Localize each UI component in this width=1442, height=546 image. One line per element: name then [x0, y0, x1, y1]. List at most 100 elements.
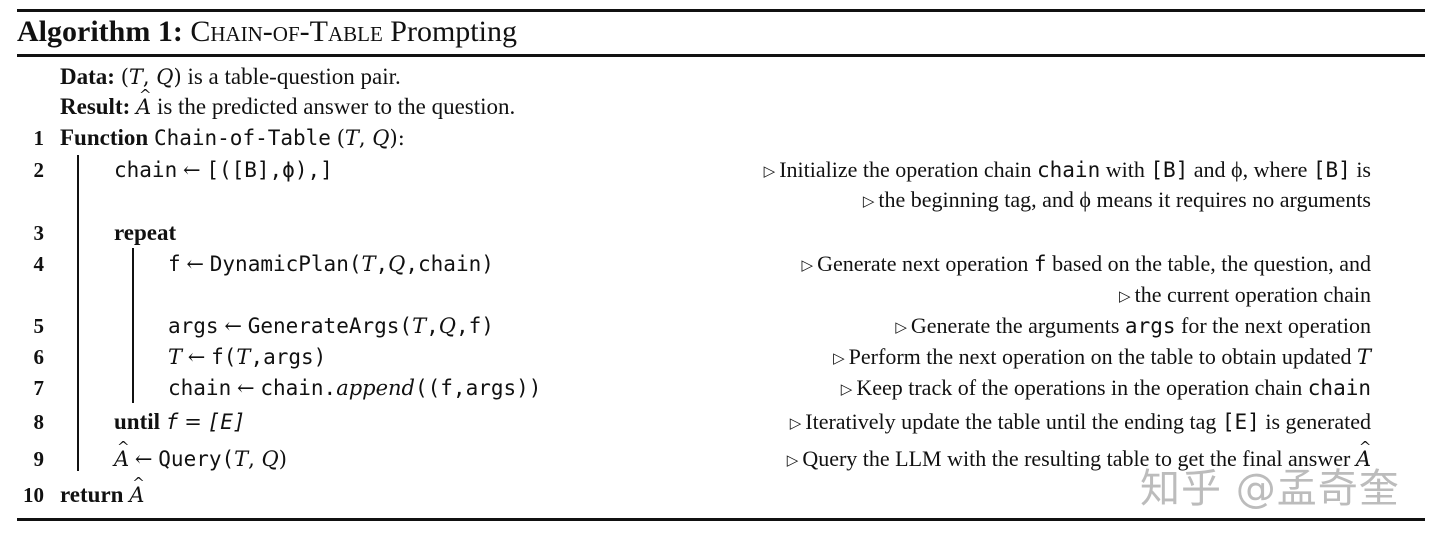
equals-sign: =	[184, 410, 202, 434]
comment-math: A	[1356, 432, 1372, 474]
line-number: 7	[33, 376, 45, 400]
math-var: T	[168, 345, 183, 369]
data-line: Data: (T, Q) is a table-question pair.	[60, 62, 401, 92]
comment-code: [B]	[1150, 158, 1189, 182]
code-fn: GenerateArgs(	[247, 314, 413, 338]
comment-text: Generate the arguments	[910, 313, 1120, 338]
code-rest: ,f)	[455, 314, 494, 338]
comment-text: Perform the next operation on the table …	[848, 344, 1352, 369]
comment-line-5: ▷Generate the arguments args for the nex…	[895, 311, 1371, 341]
code-expr: [([B],ϕ),]	[206, 158, 333, 182]
code-var: f	[168, 252, 181, 276]
algorithm-label: Algorithm 1:	[17, 15, 183, 48]
line-10: return A	[60, 468, 145, 510]
assign-arrow: ←	[236, 376, 255, 400]
line-number: 9	[33, 447, 45, 471]
comment-triangle-icon: ▷	[833, 351, 845, 367]
comment-triangle-icon: ▷	[862, 194, 875, 210]
code-fn: Query(	[158, 447, 235, 471]
comment-text: with	[1105, 157, 1145, 182]
code-sep: ,	[426, 314, 439, 338]
comment-text: Iteratively update the table until the e…	[805, 409, 1217, 434]
result-math: A	[136, 80, 152, 122]
math-var: T	[361, 252, 376, 276]
comment-triangle-icon: ▷	[840, 382, 853, 398]
comment-line-9: ▷Query the LLM with the resulting table …	[786, 432, 1372, 474]
comment-code: chain	[1037, 158, 1101, 182]
line-number: 2	[33, 158, 45, 182]
math-var: Q	[388, 252, 406, 276]
comment-code: [B]	[1312, 158, 1351, 182]
comment-text: Generate next operation	[817, 251, 1029, 276]
math-method: append	[336, 376, 415, 400]
comment-line-4-cont: ▷the current operation chain	[1119, 280, 1371, 310]
result-line: Result: A is the predicted answer to the…	[60, 80, 516, 122]
top-rule	[17, 9, 1425, 12]
comment-code: [E]	[1221, 410, 1260, 434]
line-6: T ← f(T,args)	[168, 342, 326, 372]
data-text: is a table-question pair.	[187, 64, 401, 89]
assign-arrow: ←	[224, 314, 242, 338]
comment-text: and ϕ, where	[1193, 157, 1308, 182]
comment-text: is	[1356, 157, 1371, 182]
header-rule	[17, 54, 1425, 57]
code-fn: f(	[211, 345, 237, 369]
algorithm-title: Algorithm 1: Chain-of-Table Prompting	[17, 12, 517, 52]
repeat-keyword: repeat	[114, 220, 177, 245]
math-var: A	[114, 432, 130, 474]
result-text: is the predicted answer to the question.	[156, 94, 516, 119]
comment-triangle-icon: ▷	[1119, 289, 1131, 305]
comment-math: T	[1356, 345, 1371, 369]
line-number: 6	[33, 345, 45, 369]
bottom-rule	[17, 518, 1425, 521]
code-rest: ((f,args))	[415, 376, 542, 400]
function-name: Chain-of-Table	[153, 126, 331, 150]
code-rest: ,args)	[250, 345, 327, 369]
line-1: Function Chain-of-Table (T, Q):	[60, 123, 405, 153]
comment-line-6: ▷Perform the next operation on the table…	[833, 342, 1371, 372]
line-number: 3	[33, 221, 45, 245]
line-4: f ← DynamicPlan(T,Q,chain)	[168, 249, 494, 279]
repeat-scope-bar	[132, 248, 134, 403]
return-keyword: return	[60, 482, 124, 507]
math-args: T, Q)	[234, 447, 287, 471]
code-var: chain	[168, 376, 232, 400]
algorithm-name-suffix: Prompting	[390, 15, 517, 48]
comment-text: for the next operation	[1181, 313, 1371, 338]
math-var: Q	[438, 314, 456, 338]
until-keyword: until	[114, 409, 161, 434]
line-number: 5	[33, 314, 45, 338]
data-label: Data:	[60, 64, 115, 89]
comment-text: the current operation chain	[1134, 282, 1371, 307]
code-fn: chain.	[260, 376, 337, 400]
comment-triangle-icon: ▷	[763, 164, 776, 180]
code-rest: ,chain)	[405, 252, 494, 276]
comment-triangle-icon: ▷	[786, 453, 799, 469]
function-keyword: Function	[60, 125, 149, 150]
comment-text: is generated	[1265, 409, 1371, 434]
code-expr: [E]	[207, 410, 246, 434]
code-fn: DynamicPlan(	[209, 252, 362, 276]
algorithm-name: Chain-of-Table	[190, 15, 383, 48]
line-9: A ← Query(T, Q)	[114, 432, 287, 474]
comment-code: f	[1033, 252, 1047, 276]
comment-triangle-icon: ▷	[801, 258, 814, 274]
line-3: repeat	[114, 218, 176, 248]
line-5: args ← GenerateArgs(T,Q,f)	[168, 311, 494, 341]
comment-text: the beginning tag, and ϕ means it requir…	[878, 187, 1371, 212]
line-number: 10	[23, 483, 44, 507]
comment-text: based on the table, the question, and	[1052, 251, 1371, 276]
math-var: A	[129, 468, 145, 510]
assign-arrow: ←	[134, 447, 153, 471]
assign-arrow: ←	[182, 158, 201, 182]
assign-arrow: ←	[186, 252, 205, 276]
watermark: 知乎 @孟奇奎	[1140, 466, 1400, 512]
comment-text: Keep track of the operations in the oper…	[856, 375, 1303, 400]
math-var: T	[236, 345, 251, 369]
math-var: T	[412, 314, 427, 338]
line-number: 8	[33, 410, 45, 434]
function-args: (T, Q):	[336, 126, 405, 150]
comment-code: args	[1124, 314, 1176, 338]
comment-line-4: ▷Generate next operation f based on the …	[802, 249, 1371, 279]
comment-triangle-icon: ▷	[789, 416, 802, 432]
